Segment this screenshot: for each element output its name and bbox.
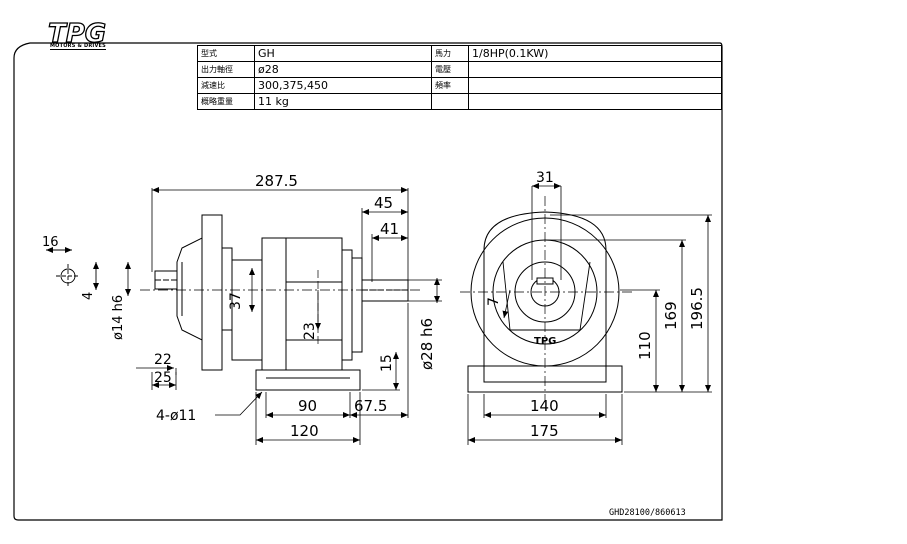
dim-15: 15 bbox=[379, 354, 395, 372]
dim-37: 37 bbox=[228, 292, 244, 310]
dim-16: 16 bbox=[42, 235, 59, 250]
spec-row: 出力軸徑 ø28 電壓 bbox=[197, 61, 722, 78]
spec-key: 型式 bbox=[197, 45, 255, 62]
spec-key-2: 電壓 bbox=[431, 61, 469, 78]
dim-25: 25 bbox=[154, 370, 172, 386]
keyway-detail bbox=[46, 247, 99, 290]
spec-value: 11 kg bbox=[254, 93, 432, 110]
motor-cone bbox=[176, 237, 203, 341]
dim-4: 4 bbox=[81, 292, 96, 300]
spec-key: 出力軸徑 bbox=[197, 61, 255, 78]
spec-key: 減速比 bbox=[197, 77, 255, 94]
side-view-dimensions bbox=[125, 187, 442, 445]
dimension-labels: 287.5 45 41 16 4 ø14 h6 37 23 ø28 h6 22 … bbox=[42, 170, 706, 440]
dim-67-5: 67.5 bbox=[354, 397, 387, 415]
dim-110: 110 bbox=[636, 331, 654, 360]
spec-table: 型式 GH 馬力 1/8HP(0.1KW) 出力軸徑 ø28 電壓 減速比 30… bbox=[197, 45, 722, 110]
dim-90: 90 bbox=[298, 397, 317, 415]
spec-key-2 bbox=[431, 93, 469, 110]
dim-shaft-14: ø14 h6 bbox=[111, 295, 126, 340]
spec-key-2: 馬力 bbox=[431, 45, 469, 62]
logo-mark: TPG bbox=[48, 19, 106, 49]
dim-holes: 4-ø11 bbox=[156, 408, 196, 424]
spec-value-2 bbox=[468, 61, 722, 78]
dim-31: 31 bbox=[536, 170, 554, 186]
dim-shaft-41: 41 bbox=[380, 220, 399, 238]
housing-outline bbox=[483, 211, 607, 378]
spec-key-2: 頻率 bbox=[431, 77, 469, 94]
dim-175: 175 bbox=[530, 422, 559, 440]
front-base bbox=[467, 365, 623, 393]
dim-196-5: 196.5 bbox=[688, 287, 706, 330]
front-view-dimensions bbox=[467, 183, 712, 445]
spec-row: 概略重量 11 kg bbox=[197, 93, 722, 110]
sheet-border bbox=[13, 42, 723, 521]
side-view bbox=[140, 214, 420, 391]
motor-flange bbox=[201, 214, 223, 371]
spec-value: ø28 bbox=[254, 61, 432, 78]
spec-value-2 bbox=[468, 77, 722, 94]
spec-row: 型式 GH 馬力 1/8HP(0.1KW) bbox=[197, 45, 722, 62]
spec-value-2: 1/8HP(0.1KW) bbox=[468, 45, 722, 62]
drawing-code: GHD28100/860613 bbox=[609, 508, 686, 518]
tpg-logo: TPG bbox=[47, 18, 106, 49]
logo-subtitle: MOTORS & DRIVES bbox=[50, 43, 106, 50]
spec-value: GH bbox=[254, 45, 432, 62]
spec-value: 300,375,450 bbox=[254, 77, 432, 94]
spec-value-2 bbox=[468, 93, 722, 110]
dim-overall-length: 287.5 bbox=[255, 172, 298, 190]
base-foot bbox=[255, 369, 361, 391]
dim-shaft-45: 45 bbox=[374, 194, 393, 212]
spec-key: 概略重量 bbox=[197, 93, 255, 110]
output-shaft bbox=[361, 279, 409, 302]
dim-169: 169 bbox=[662, 301, 680, 330]
front-view: TPG bbox=[460, 196, 632, 400]
dim-23: 23 bbox=[302, 322, 318, 340]
spec-row: 減速比 300,375,450 頻率 bbox=[197, 77, 722, 94]
dim-22: 22 bbox=[154, 352, 172, 368]
dim-140: 140 bbox=[530, 397, 559, 415]
dim-120: 120 bbox=[290, 422, 319, 440]
dim-7: 7 bbox=[486, 297, 502, 306]
dim-shaft-28: ø28 h6 bbox=[418, 318, 436, 370]
